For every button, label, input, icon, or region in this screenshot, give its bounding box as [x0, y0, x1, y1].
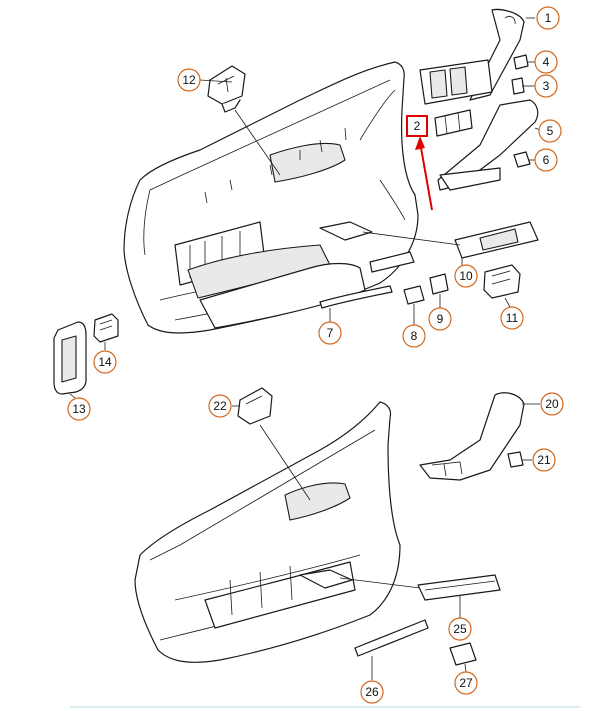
svg-text:27: 27	[459, 676, 473, 690]
svg-text:14: 14	[98, 355, 112, 369]
callout-20: 20	[540, 392, 564, 416]
callout-3: 3	[534, 74, 558, 98]
callout-13: 13	[67, 397, 91, 421]
part-22-switch	[237, 387, 273, 425]
callout-2-highlighted: 2	[406, 115, 428, 137]
svg-text:20: 20	[545, 397, 559, 411]
svg-text:4: 4	[543, 55, 550, 69]
callout-10: 10	[454, 264, 478, 288]
part-12-switch	[207, 65, 246, 113]
callout-5: 5	[538, 119, 562, 143]
highlight-arrow	[415, 136, 433, 211]
footer-divider	[70, 706, 580, 708]
svg-text:12: 12	[182, 73, 196, 87]
part-2-window-switch-module	[419, 59, 493, 137]
callout-21: 21	[532, 448, 556, 472]
part-8-switch	[403, 285, 425, 305]
part-25-panel	[417, 574, 501, 601]
part-27-switch	[449, 642, 477, 666]
svg-text:11: 11	[506, 311, 519, 325]
callout-22: 22	[208, 394, 232, 418]
front-door-trim-panel	[123, 61, 419, 334]
svg-text:5: 5	[547, 124, 554, 138]
callout-7: 7	[318, 321, 342, 345]
part-4-screw	[513, 54, 529, 70]
callout-1: 1	[536, 6, 560, 30]
svg-text:3: 3	[543, 79, 550, 93]
svg-text:8: 8	[411, 329, 418, 343]
callout-11: 11	[500, 306, 524, 330]
rear-door-trim-panel	[134, 401, 401, 663]
svg-text:25: 25	[453, 622, 467, 636]
callout-8: 8	[402, 324, 426, 348]
part-6-clip	[513, 151, 531, 168]
part-3-clip	[511, 77, 525, 95]
part-10-switch-bezel	[454, 221, 539, 259]
part-26-pull-handle	[354, 619, 429, 657]
svg-text:6: 6	[543, 153, 550, 167]
callout-4: 4	[534, 50, 558, 74]
svg-text:21: 21	[537, 453, 551, 467]
callout-9: 9	[428, 307, 452, 331]
svg-text:9: 9	[437, 312, 444, 326]
callout-6: 6	[534, 148, 558, 172]
part-13-handle	[53, 321, 87, 395]
svg-text:2: 2	[414, 119, 421, 133]
part-21-clip	[507, 451, 524, 468]
svg-text:26: 26	[365, 685, 379, 699]
svg-text:1: 1	[545, 11, 552, 25]
part-20-trim-bracket	[419, 392, 525, 481]
callout-27: 27	[454, 671, 478, 695]
callout-14: 14	[93, 350, 117, 374]
part-11-switch	[483, 264, 521, 299]
part-5-trim-bracket	[437, 99, 539, 191]
svg-text:7: 7	[327, 326, 334, 340]
callout-25: 25	[448, 617, 472, 641]
svg-text:10: 10	[459, 269, 473, 283]
door-pull-strip	[369, 251, 415, 273]
part-7-pull-handle	[319, 285, 393, 309]
callout-leaders	[69, 17, 541, 680]
svg-text:13: 13	[72, 402, 86, 416]
part-14-switch	[93, 313, 119, 343]
callout-26: 26	[360, 680, 384, 704]
part-9-switch	[429, 273, 449, 295]
callout-12: 12	[177, 68, 201, 92]
svg-text:22: 22	[213, 399, 227, 413]
